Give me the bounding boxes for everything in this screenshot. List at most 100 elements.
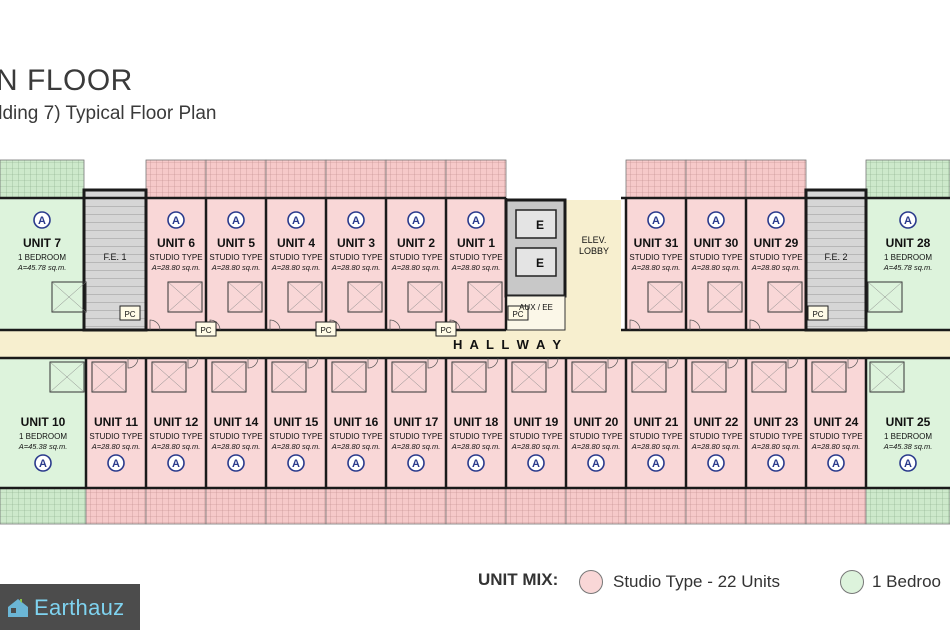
unit-bottom-area-12: A=28.80 sq.m. <box>751 442 801 451</box>
bath-top-unit28 <box>867 281 903 313</box>
balcony-bottom-2 <box>205 487 267 525</box>
door-bottom-1 <box>187 357 199 369</box>
unit-bottom-marker-1-letter: A <box>112 458 120 470</box>
balcony-bottom-5 <box>385 487 447 525</box>
unit-bottom-marker-8-letter: A <box>532 458 540 470</box>
unit-top-marker-1-circle <box>167 211 185 229</box>
elev-lobby-label-2: LOBBY <box>579 246 609 256</box>
balcony-bottom-11 <box>745 487 807 525</box>
fire-exit-2-label: F.E. 2 <box>824 252 847 262</box>
unit-bottom-type-0: 1 BEDROOM <box>19 432 67 441</box>
unit-bottom-area-14: A=45.38 sq.m. <box>883 442 933 451</box>
door-bottom-9 <box>667 357 679 369</box>
unit-bottom-marker-0-letter: A <box>39 458 47 470</box>
bath-bottom-unit10-cross <box>49 361 85 393</box>
pc-box-4 <box>507 305 529 321</box>
balcony-top-7 <box>685 159 747 199</box>
balcony-bottom-3 <box>265 487 327 525</box>
unit-top-marker-1-letter: A <box>172 215 180 227</box>
unit-bottom-marker-11-letter: A <box>712 458 720 470</box>
unit-bottom-marker-6-letter: A <box>412 458 420 470</box>
unit-bottom-name-2: UNIT 12 <box>154 415 199 429</box>
unit-bottom-marker-3-circle <box>227 454 245 472</box>
unit-bottom-type-3: STUDIO TYPE <box>209 432 262 441</box>
unit-bottom-marker-7-letter: A <box>472 458 480 470</box>
door-top-0 <box>149 319 161 331</box>
unit-bottom-area-11: A=28.80 sq.m. <box>691 442 741 451</box>
unit-top-name-3: UNIT 4 <box>277 236 315 250</box>
unit-top-name-10: UNIT 28 <box>886 236 931 250</box>
unit-bottom-type-14: 1 BEDROOM <box>884 432 932 441</box>
unit-bottom-marker-13-circle <box>827 454 845 472</box>
brand-name: Earthauz <box>34 595 125 620</box>
unit-bottom-name-5: UNIT 16 <box>334 415 379 429</box>
unit-top-area-4: A=28.80 sq.m. <box>331 263 381 272</box>
pc-label-3: PC <box>440 326 451 335</box>
pc-label-4: PC <box>512 310 523 319</box>
unit-bottom-area-1: A=28.80 sq.m. <box>91 442 141 451</box>
bath-top-0-cross <box>167 281 203 313</box>
pc-label-2: PC <box>320 326 331 335</box>
bath-top-6 <box>647 281 683 313</box>
unit-bottom-marker-6-circle <box>407 454 425 472</box>
unit-bottom-marker-3-letter: A <box>232 458 240 470</box>
unit-bottom-area-0: A=45.38 sq.m. <box>18 442 68 451</box>
bath-bottom-5-cross <box>391 361 427 393</box>
door-top-6 <box>629 319 641 331</box>
unit-bottom-type-11: STUDIO TYPE <box>689 432 742 441</box>
bath-bottom-10-cross <box>691 361 727 393</box>
unit-top-name-1: UNIT 6 <box>157 236 195 250</box>
bath-top-unit7-cross <box>51 281 87 313</box>
unit-bottom-marker-2-circle <box>167 454 185 472</box>
pc-label-1: PC <box>200 326 211 335</box>
bath-bottom-0 <box>91 361 127 393</box>
unit-top-marker-4-circle <box>347 211 365 229</box>
unit-top-marker-7-letter: A <box>652 215 660 227</box>
balcony-top-unit7 <box>0 159 85 199</box>
unit-bottom-marker-5-letter: A <box>352 458 360 470</box>
unit-top-marker-0-letter: A <box>38 215 46 227</box>
bath-bottom-0-cross <box>91 361 127 393</box>
unit-bottom-area-2: A=28.80 sq.m. <box>151 442 201 451</box>
bath-bottom-unit25-cross <box>869 361 905 393</box>
unit-top-name-7: UNIT 31 <box>634 236 679 250</box>
unit-bottom-marker-11-circle <box>707 454 725 472</box>
unit-bottom-name-8: UNIT 19 <box>514 415 559 429</box>
unit-top-marker-2-letter: A <box>232 215 240 227</box>
bath-top-7-cross <box>707 281 743 313</box>
bath-bottom-3 <box>271 361 307 393</box>
unit-bottom-area-9: A=28.80 sq.m. <box>571 442 621 451</box>
unit-top-marker-8-circle <box>707 211 725 229</box>
pc-box-2 <box>315 321 337 337</box>
unit-top-marker-3-letter: A <box>292 215 300 227</box>
unit-top-area-2: A=28.80 sq.m. <box>211 263 261 272</box>
unit-bottom-marker-14-circle <box>899 454 917 472</box>
unit-top-name-2: UNIT 5 <box>217 236 255 250</box>
bath-bottom-5 <box>391 361 427 393</box>
balcony-bottom-4 <box>325 487 387 525</box>
bath-top-1-cross <box>227 281 263 313</box>
unit-bottom-marker-8-circle <box>527 454 545 472</box>
balcony-bottom-12 <box>805 487 867 525</box>
door-top-7 <box>689 319 701 331</box>
unit-top-marker-10-letter: A <box>904 215 912 227</box>
unit-bottom-marker-9-letter: A <box>592 458 600 470</box>
unit-bottom-type-1: STUDIO TYPE <box>89 432 142 441</box>
unit-bottom-marker-1-circle <box>107 454 125 472</box>
bath-bottom-7 <box>511 361 547 393</box>
unit-top-area-6: A=28.80 sq.m. <box>451 263 501 272</box>
fire-exit-1-label: F.E. 1 <box>103 252 126 262</box>
unit-top-type-10: 1 BEDROOM <box>884 253 932 262</box>
bath-bottom-2-cross <box>211 361 247 393</box>
balcony-bottom-unit25 <box>865 487 950 525</box>
bath-top-6-cross <box>647 281 683 313</box>
unit-top-marker-10-circle <box>899 211 917 229</box>
bath-top-3 <box>347 281 383 313</box>
door-bottom-4 <box>367 357 379 369</box>
bath-bottom-1 <box>151 361 187 393</box>
unit-bottom-area-13: A=28.80 sq.m. <box>811 442 861 451</box>
unit-bottom-marker-0-circle <box>34 454 52 472</box>
unit-bottom-name-9: UNIT 20 <box>574 415 619 429</box>
unit-bottom-name-13: UNIT 24 <box>814 415 859 429</box>
bath-bottom-8-cross <box>571 361 607 393</box>
